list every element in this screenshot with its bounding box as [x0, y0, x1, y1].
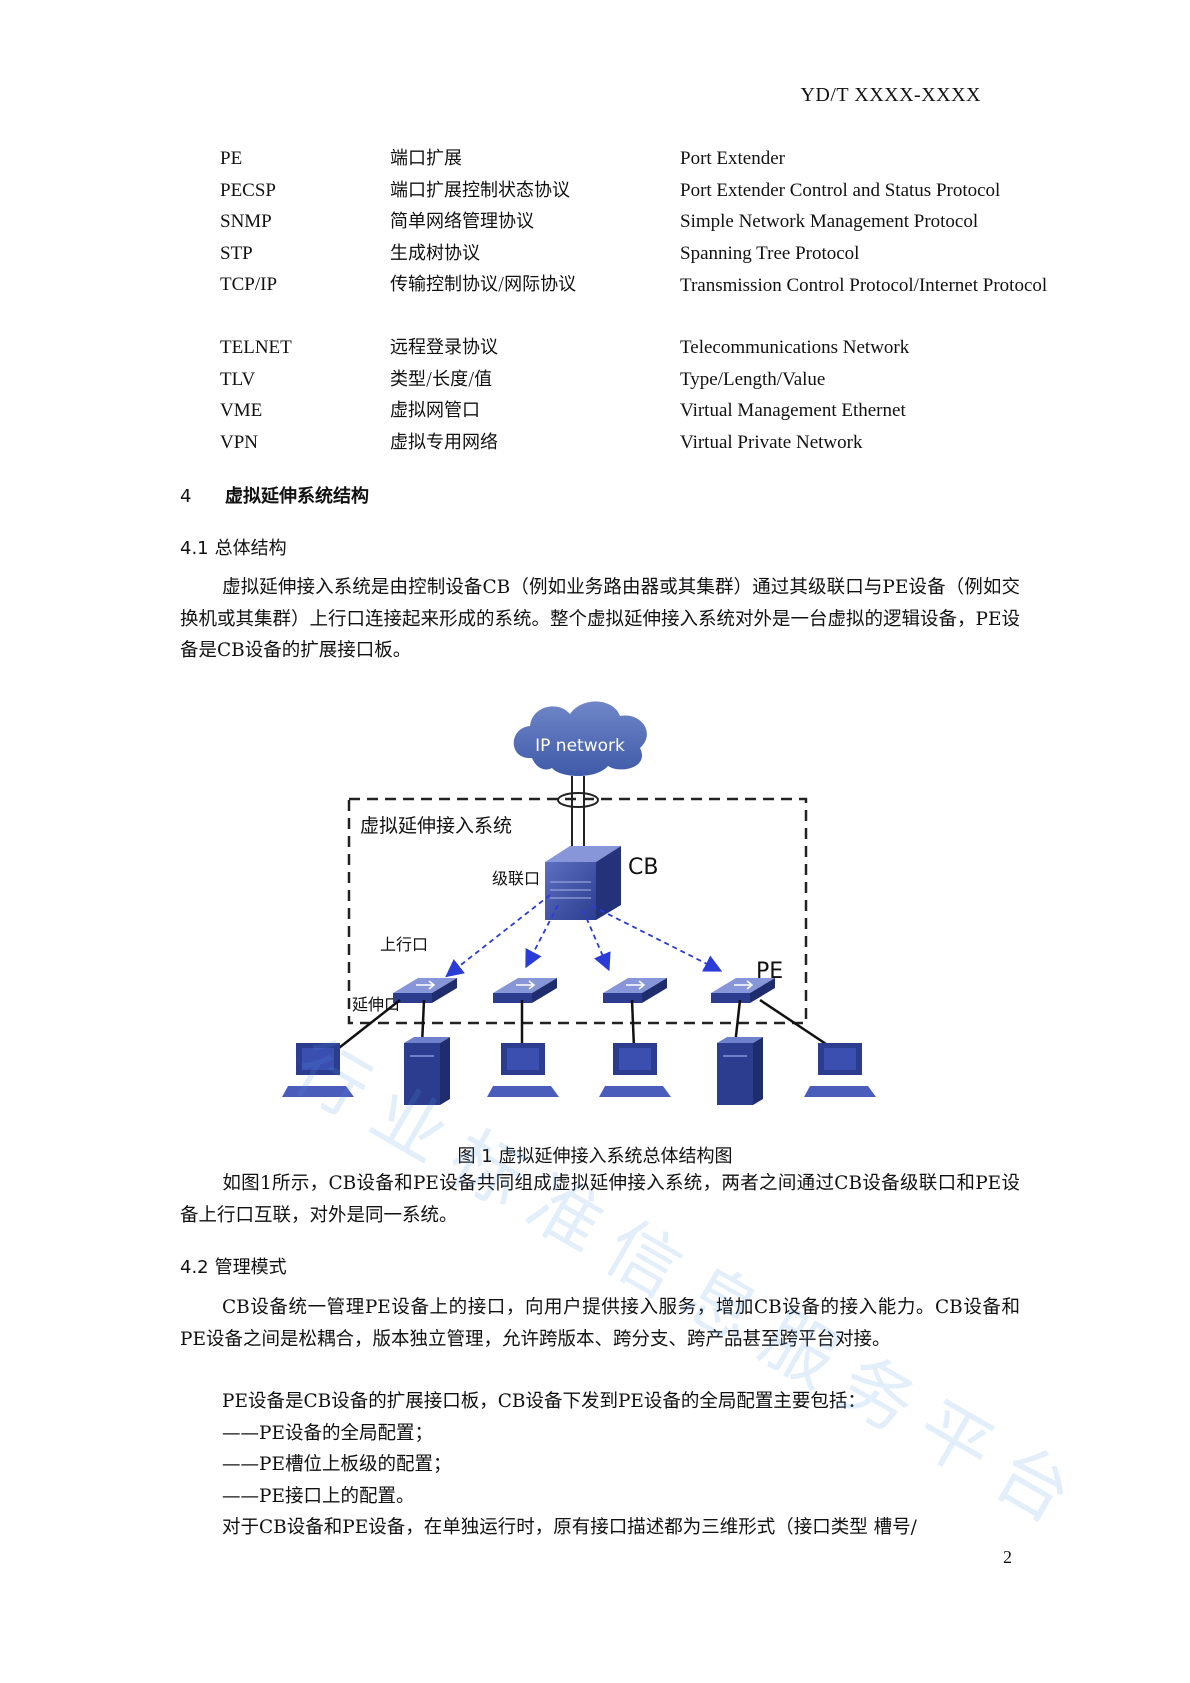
pe-switch [711, 978, 775, 1003]
paragraph: 如图1所示，CB设备和PE设备共同组成虚拟延伸接入系统，两者之间通过CB设备级联… [180, 1168, 1020, 1231]
abbr-term: TLV [220, 368, 256, 390]
uplink-port-label: 上行口 [380, 935, 428, 954]
extension-links [329, 998, 836, 1056]
abbreviation-row: PECSP 端口扩展控制状态协议 Port Extender Control a… [220, 180, 1050, 212]
abbr-term: SNMP [220, 211, 272, 232]
cascade-port-label: 级联口 [492, 869, 540, 888]
abbr-english: Port Extender Control and Status Protoco… [680, 179, 1001, 201]
computer-icon [487, 1043, 559, 1097]
abbr-chinese: 端口扩展 [390, 148, 462, 169]
abbr-chinese: 简单网络管理协议 [390, 211, 534, 232]
abbr-chinese: 虚拟专用网络 [390, 431, 498, 453]
ip-network-cloud: IP network [513, 701, 647, 776]
abbreviation-row: SNMP 简单网络管理协议 Simple Network Management … [220, 211, 1050, 243]
abbr-english: Simple Network Management Protocol [680, 211, 979, 232]
virtual-system-boundary [347, 797, 808, 1025]
abbreviation-row: TLV 类型/长度/值 Type/Length/Value [220, 369, 1050, 401]
cloud-links [557, 776, 599, 850]
abbr-term: VPN [220, 431, 259, 453]
section-title: 虚拟延伸系统结构 [225, 486, 369, 507]
paragraph: PE设备是CB设备的扩展接口板，CB设备下发到PE设备的全局配置主要包括： [180, 1386, 866, 1418]
paragraph: 对于CB设备和PE设备，在单独运行时，原有接口描述都为三维形式（接口类型 槽号/ [180, 1512, 917, 1544]
paragraph: 虚拟延伸接入系统是由控制设备CB（例如业务路由器或其集群）通过其级联口与PE设备… [180, 572, 1020, 667]
subsection-number: 4.2 [180, 1257, 209, 1278]
list-item: ——PE设备的全局配置； [222, 1423, 433, 1444]
paragraph-text: 虚拟延伸接入系统是由控制设备CB（例如业务路由器或其集群）通过其级联口与PE设备… [180, 577, 1020, 661]
computer-icon [282, 1043, 354, 1097]
abbr-chinese: 端口扩展控制状态协议 [390, 179, 570, 201]
paragraph-text: 对于CB设备和PE设备，在单独运行时，原有接口描述都为三维形式（接口类型 槽号/ [222, 1517, 917, 1538]
server-icon [404, 1037, 450, 1105]
section-number: 4 [180, 486, 192, 507]
server-icon [717, 1037, 763, 1105]
abbr-english: Type/Length/Value [680, 368, 826, 390]
abbr-term: VME [220, 400, 263, 421]
abbreviation-table: PE 端口扩展 Port Extender PECSP 端口扩展控制状态协议 P… [220, 148, 1050, 463]
abbreviation-row: VPN 虚拟专用网络 Virtual Private Network [220, 432, 1050, 464]
pe-switch [493, 978, 557, 1003]
abbr-english: Port Extender [680, 148, 786, 169]
subsection-number: 4.1 [180, 538, 209, 559]
abbreviation-row: TELNET 远程登录协议 Telecommunications Network [220, 337, 1050, 369]
abbr-term: TCP/IP [220, 274, 278, 295]
abbr-chinese: 远程登录协议 [390, 337, 498, 358]
abbr-chinese: 传输控制协议/网际协议 [390, 274, 577, 295]
paragraph-text: PE设备是CB设备的扩展接口板，CB设备下发到PE设备的全局配置主要包括： [222, 1391, 866, 1412]
abbr-term: PECSP [220, 179, 276, 201]
abbreviation-row: PE 端口扩展 Port Extender [220, 148, 1050, 180]
computer-icon [599, 1043, 671, 1097]
abbr-chinese: 虚拟网管口 [390, 400, 480, 421]
list-item: ——PE接口上的配置。 [222, 1486, 415, 1507]
abbr-english: Virtual Management Ethernet [680, 400, 906, 421]
paragraph-text: CB设备统一管理PE设备上的接口，向用户提供接入服务，增加CB设备的接入能力。C… [180, 1297, 1020, 1350]
cascade-links [445, 894, 723, 978]
abbr-chinese: 生成树协议 [390, 242, 480, 264]
subsection-title: 总体结构 [214, 538, 287, 559]
list-item: ——PE槽位上板级的配置； [222, 1454, 452, 1475]
abbr-chinese: 类型/长度/值 [390, 368, 493, 390]
document-code: YD/T XXXX-XXXX [800, 84, 981, 106]
abbr-english: Spanning Tree Protocol [680, 242, 860, 264]
abbreviation-row: STP 生成树协议 Spanning Tree Protocol [220, 243, 1050, 275]
abbr-term: TELNET [220, 337, 292, 358]
pe-switch [393, 978, 457, 1003]
cloud-label: IP network [535, 736, 625, 756]
cb-device [545, 846, 621, 920]
subsection-title: 管理模式 [214, 1257, 287, 1278]
system-label: 虚拟延伸接入系统 [360, 815, 512, 837]
abbreviation-row: TCP/IP 传输控制协议/网际协议 Transmission Control … [220, 274, 1050, 337]
paragraph-text: 如图1所示，CB设备和PE设备共同组成虚拟延伸接入系统，两者之间通过CB设备级联… [180, 1173, 1020, 1226]
abbr-term: STP [220, 242, 253, 264]
page-number: 2 [1003, 1547, 1012, 1567]
abbr-english: Virtual Private Network [680, 431, 863, 453]
cb-label: CB [628, 855, 658, 880]
figure-caption: 图 1 虚拟延伸接入系统总体结构图 [457, 1146, 733, 1167]
paragraph: CB设备统一管理PE设备上的接口，向用户提供接入服务，增加CB设备的接入能力。C… [180, 1292, 1020, 1355]
abbreviation-row: VME 虚拟网管口 Virtual Management Ethernet [220, 400, 1050, 432]
section-heading: 4 虚拟延伸系统结构 [180, 482, 369, 508]
pe-switch [603, 978, 667, 1003]
abbr-english: Transmission Control Protocol/Internet P… [680, 275, 1048, 296]
abbr-english: Telecommunications Network [680, 337, 910, 358]
computer-icon [804, 1043, 876, 1097]
abbr-term: PE [220, 148, 243, 169]
